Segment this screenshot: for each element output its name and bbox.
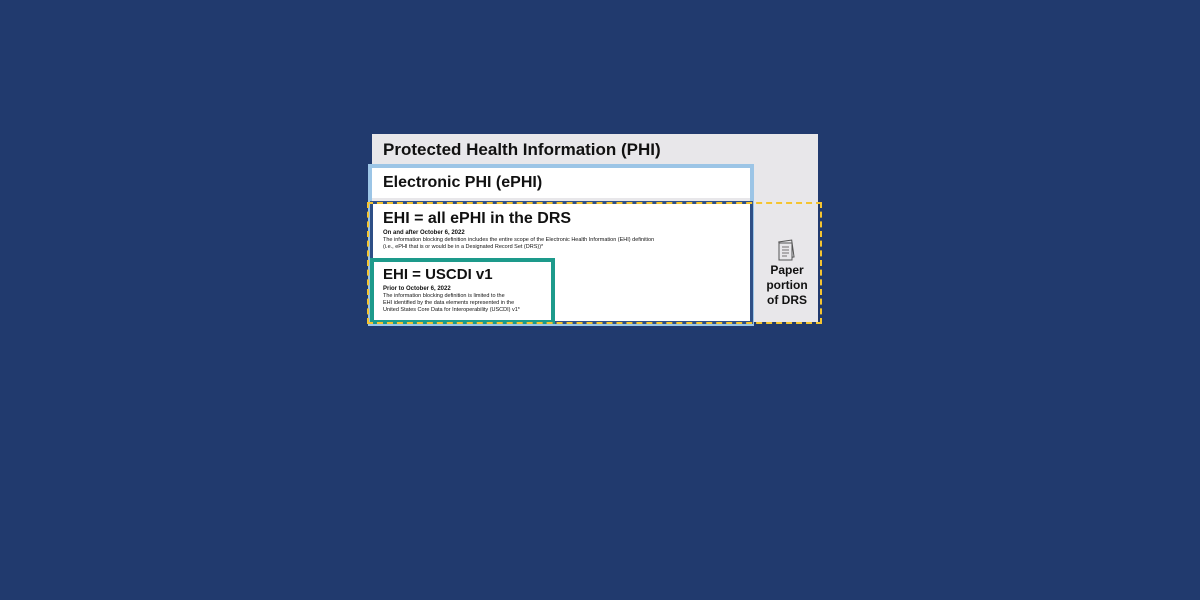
ehi-uscdi-description-line3: United States Core Data for Interoperabi…: [383, 307, 520, 313]
paper-portion-label: Paper portion of DRS: [760, 263, 814, 308]
paper-label-line3: of DRS: [767, 293, 807, 307]
ehi-all-title: EHI = all ePHI in the DRS: [383, 210, 572, 227]
ephi-title: Electronic PHI (ePHI): [383, 174, 543, 191]
paper-label-line1: Paper: [770, 263, 804, 277]
ehi-uscdi-title: EHI = USCDI v1: [383, 266, 493, 283]
ehi-all-description-line1: The information blocking definition incl…: [383, 237, 655, 243]
ehi-all-subtitle: On and after October 6, 2022: [383, 230, 465, 236]
ehi-uscdi-description-line2: EHI identified by the data elements repr…: [383, 300, 515, 306]
phi-title: Protected Health Information (PHI): [383, 140, 661, 159]
ephi-header-bar: [372, 168, 750, 198]
document-icon: [778, 239, 795, 261]
ehi-all-description-line2: (i.e., ePHI that is or would be in a Des…: [383, 244, 544, 250]
drs-dashed-boundary: [367, 202, 822, 324]
ehi-uscdi-subtitle: Prior to October 6, 2022: [383, 286, 451, 292]
paper-label-line2: portion: [766, 278, 808, 292]
ehi-uscdi-description-line1: The information blocking definition is l…: [383, 293, 505, 299]
